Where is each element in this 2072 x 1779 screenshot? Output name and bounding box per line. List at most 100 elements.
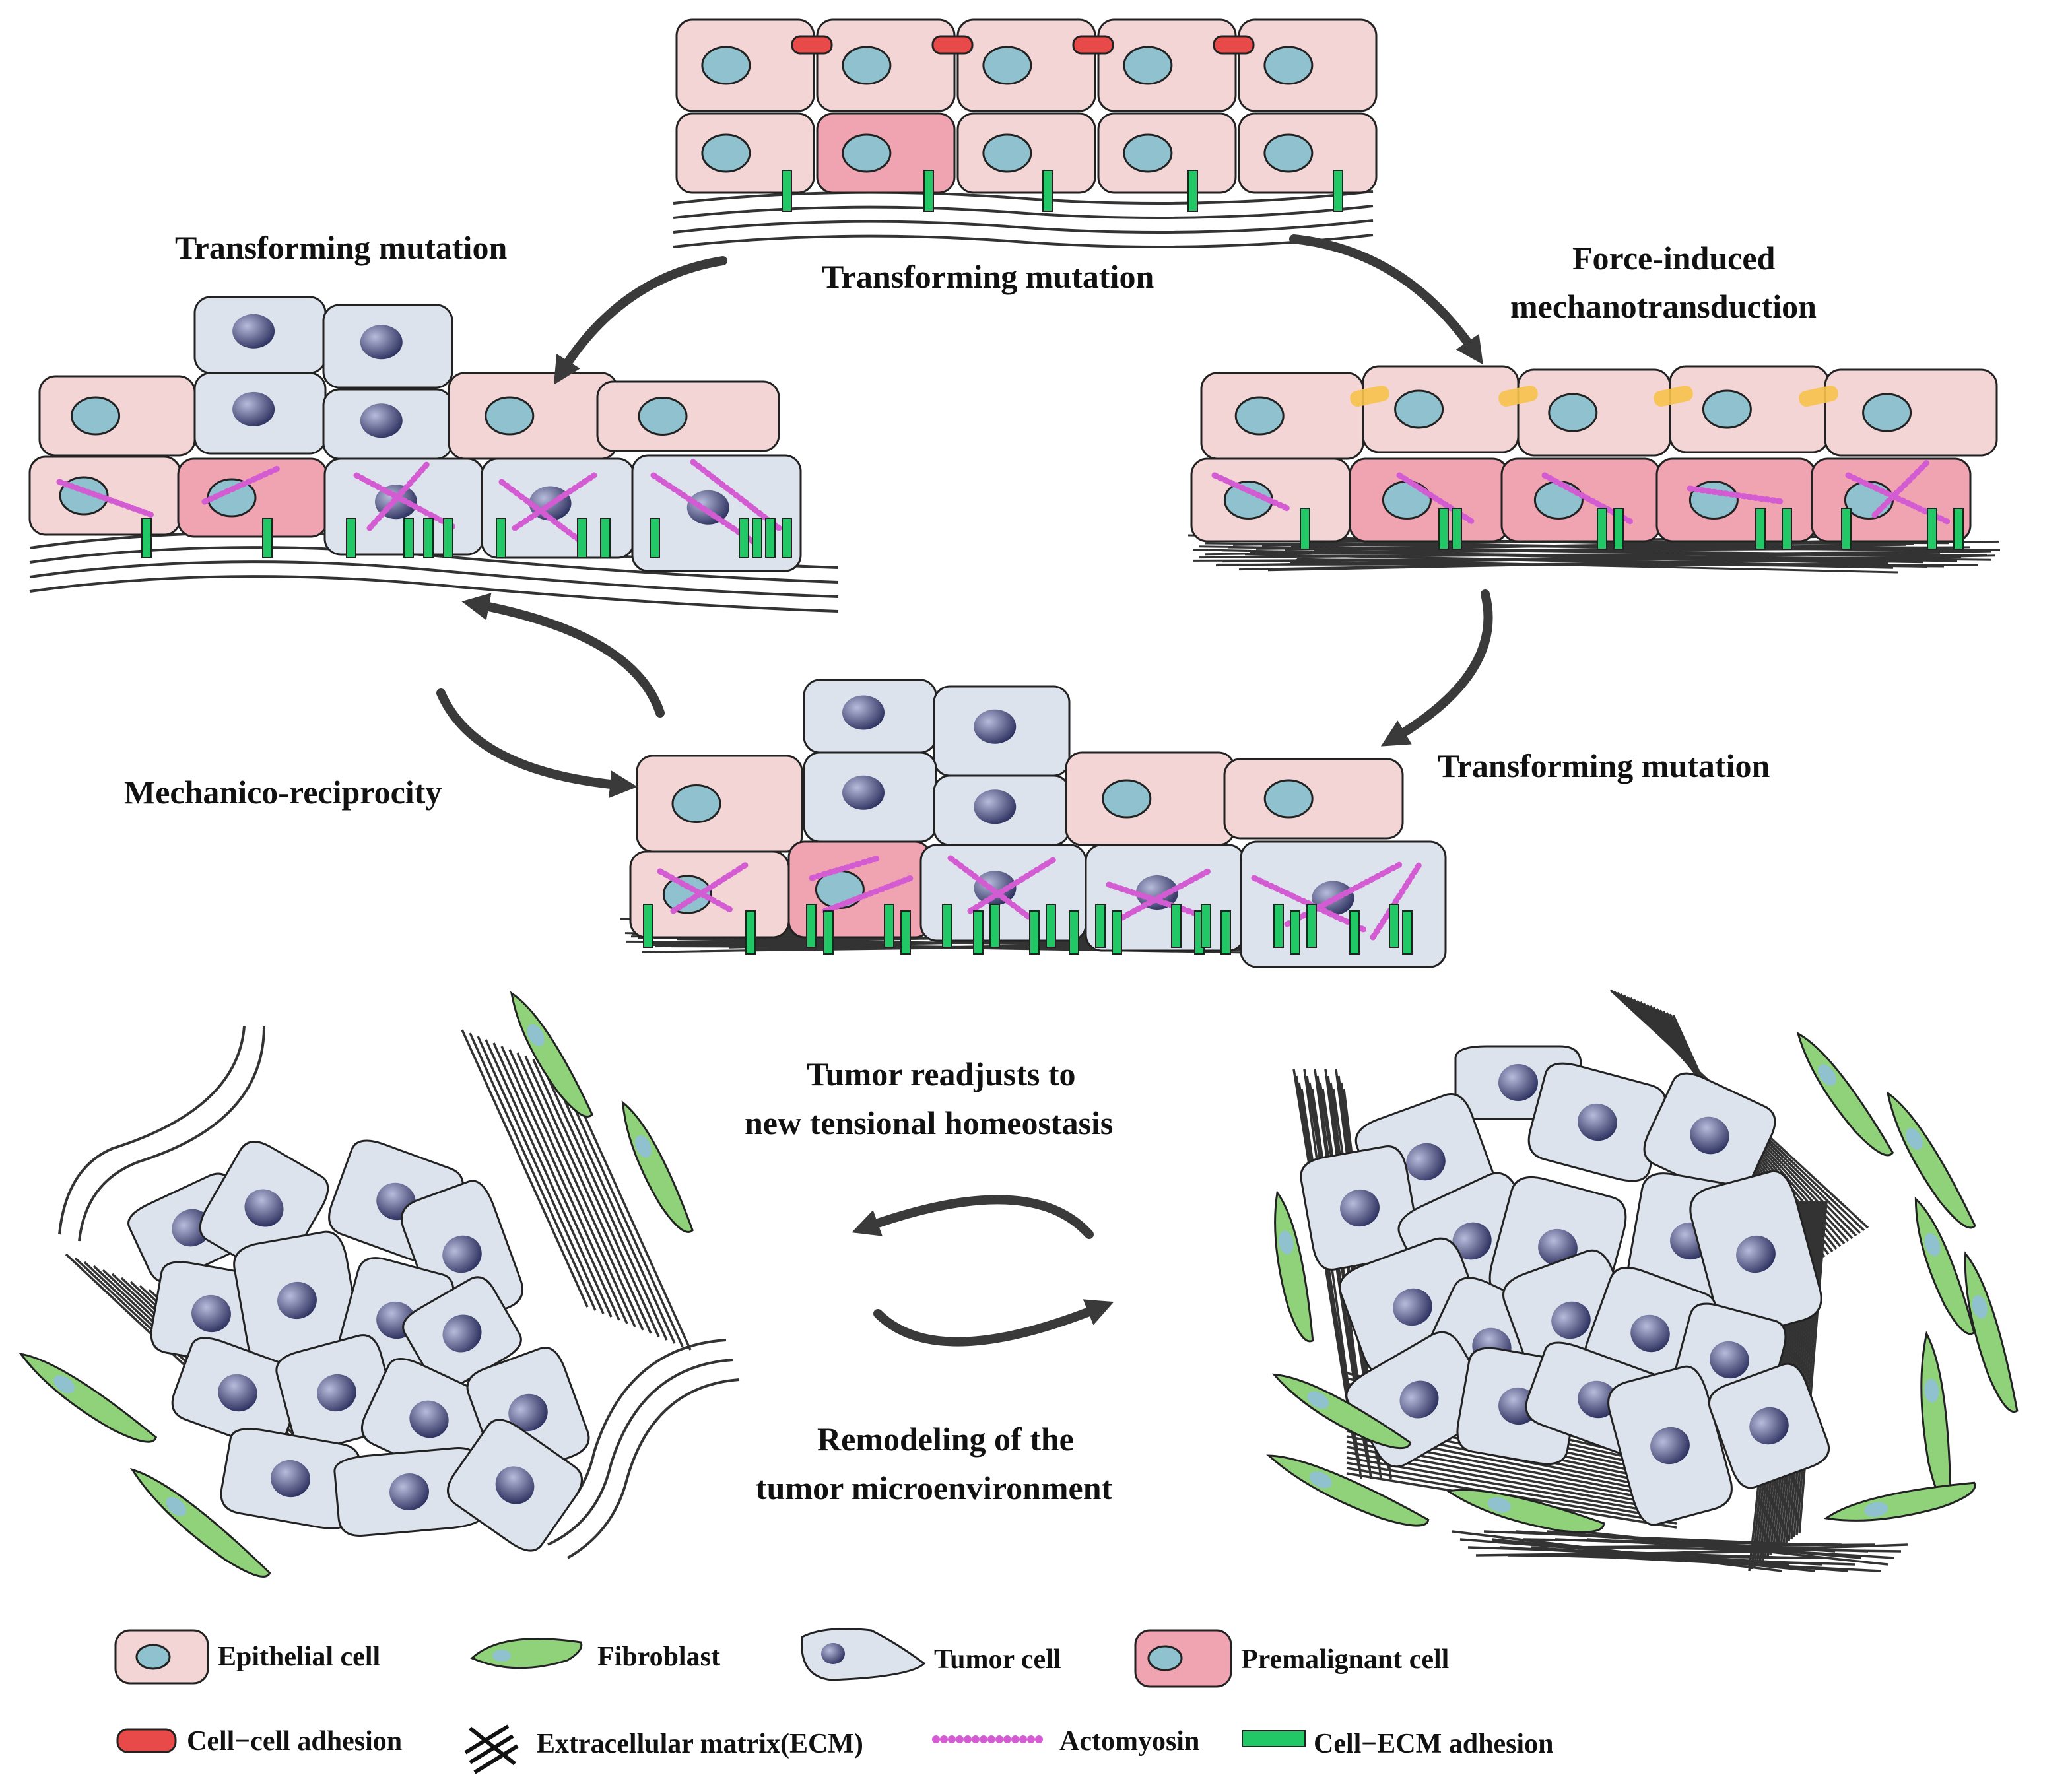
actomyosin-dot xyxy=(1019,1735,1027,1743)
fibroblast-nucleus xyxy=(53,1375,75,1393)
actomyosin-dot xyxy=(1003,1735,1011,1743)
tumor-nucleus xyxy=(360,325,403,360)
fibroblast-nucleus xyxy=(1905,1127,1923,1150)
legend-fibroblast-label: Fibroblast xyxy=(597,1642,720,1672)
force-adhesion xyxy=(1498,386,1538,407)
tumor-cell xyxy=(333,1447,485,1537)
right-cells xyxy=(1190,365,1998,550)
cell-ecm-adhesion xyxy=(1112,910,1122,955)
premalignant-cell xyxy=(816,112,956,194)
bottom-epithelial-row xyxy=(675,112,1378,212)
tumor-cell xyxy=(447,1419,583,1552)
actomyosin-dot xyxy=(980,1735,987,1743)
tumor-nucleus xyxy=(842,775,885,810)
arrows xyxy=(436,234,1493,1347)
ecm-fiber xyxy=(477,1036,605,1314)
fibroblast xyxy=(1446,1489,1605,1533)
cell-ecm-adhesion xyxy=(1042,170,1053,212)
tumor-cell xyxy=(220,1428,361,1529)
ecm-wavy xyxy=(673,190,1374,248)
cell-ecm-adhesion xyxy=(1613,508,1624,550)
nucleus xyxy=(638,397,688,436)
tumor-nucleus xyxy=(389,1473,429,1511)
tumor-nucleus xyxy=(508,1393,548,1432)
actomyosin-fiber xyxy=(670,861,749,914)
nucleus xyxy=(982,46,1032,85)
fibroblast xyxy=(1274,1190,1314,1343)
epithelial-cell xyxy=(1238,18,1378,112)
tumor-nucleus xyxy=(277,1281,317,1320)
cell-ecm-adhesion xyxy=(1069,910,1079,955)
legend-premalignant-label: Premalignant cell xyxy=(1241,1644,1450,1675)
fibroblast-nucleus xyxy=(1818,1064,1836,1086)
cell-ecm-adhesion xyxy=(141,518,152,558)
ecm-fiber xyxy=(516,1052,644,1331)
fibroblast xyxy=(1271,1373,1412,1450)
actomyosin-fiber xyxy=(512,472,597,531)
actomyosin-fiber xyxy=(1284,861,1403,927)
legend-ecm-label: Extracellular matrix(ECM) xyxy=(537,1729,863,1759)
tumor-nucleus xyxy=(842,695,885,730)
ecm-fiber xyxy=(1790,1201,1822,1540)
cell-ecm-adhesion xyxy=(745,910,756,955)
actomyosin-dot xyxy=(964,1735,972,1743)
ecm-fiber xyxy=(564,1072,692,1351)
nucleus xyxy=(701,133,751,173)
cell-cell-adhesion xyxy=(1213,35,1255,55)
label-remodeling-1: Remodeling of the xyxy=(817,1421,1074,1458)
legend-graphics xyxy=(114,1628,1306,1774)
cell-ecm-adhesion xyxy=(423,518,434,558)
tumor-cell xyxy=(1527,1062,1667,1182)
ecm-fiber xyxy=(500,1046,628,1324)
epithelial-cell xyxy=(1223,758,1404,840)
tumor-nucleus xyxy=(244,1189,284,1227)
fibroblast-nucleus xyxy=(1924,1233,1941,1256)
actomyosin-fiber xyxy=(366,459,432,531)
tumor-nucleus xyxy=(974,709,1017,744)
fibroblast xyxy=(129,1467,271,1578)
cell-ecm-adhesion xyxy=(782,518,792,558)
right-mechanotransduction-stage xyxy=(1187,365,2001,574)
cell-ecm-adhesion xyxy=(1290,910,1300,955)
right-tumor-mass xyxy=(1300,1045,1830,1526)
nucleus xyxy=(1263,46,1314,85)
tumor-cell xyxy=(193,372,327,455)
ecm-fiber xyxy=(1795,1201,1826,1536)
ecm-fiber xyxy=(1788,1201,1820,1542)
tumor-microenvironment-right xyxy=(1266,989,2019,1572)
actomyosin-fiber xyxy=(822,875,914,914)
tumor-nucleus xyxy=(442,1235,482,1273)
fibroblast xyxy=(1796,1031,1894,1157)
cell-ecm-adhesion xyxy=(884,904,894,948)
nucleus xyxy=(1123,133,1173,173)
cell-cell-adhesion xyxy=(791,35,833,55)
premalignant-cell xyxy=(1500,457,1661,543)
epithelial-cell xyxy=(1065,751,1236,846)
ecm-fiber xyxy=(461,1029,589,1308)
cell-ecm-adhesion xyxy=(782,170,792,212)
ecm-fiber xyxy=(469,1032,597,1311)
cell-ecm-adhesion xyxy=(262,518,273,558)
tumor-nucleus xyxy=(1399,1380,1439,1419)
ecm-fiber xyxy=(1346,1461,1677,1521)
cell-ecm-adhesion xyxy=(1438,508,1449,550)
legend-actomyosin-label: Actomyosin xyxy=(1059,1726,1200,1757)
premalignant-cell xyxy=(1349,457,1510,543)
arrow-reciprocity-down xyxy=(436,688,638,799)
fibroblast-nucleus xyxy=(1864,1502,1888,1517)
ecm-curves-left xyxy=(58,1026,740,1559)
nucleus xyxy=(1263,779,1314,819)
left-fibroblasts xyxy=(18,991,694,1578)
label-top-left: Transforming mutation xyxy=(175,229,508,266)
epithelial-cell xyxy=(956,112,1096,194)
legend-epithelial-label: Epithelial cell xyxy=(218,1642,381,1672)
arrow-right-down xyxy=(1380,589,1493,747)
nucleus xyxy=(1382,481,1432,520)
nucleus xyxy=(1123,46,1173,85)
fibroblast-nucleus xyxy=(1487,1497,1511,1513)
fibroblast-nucleus xyxy=(634,1135,652,1158)
fibroblast-nucleus xyxy=(1972,1295,1988,1319)
tumor-cell xyxy=(402,1276,522,1391)
nucleus xyxy=(1263,133,1314,173)
